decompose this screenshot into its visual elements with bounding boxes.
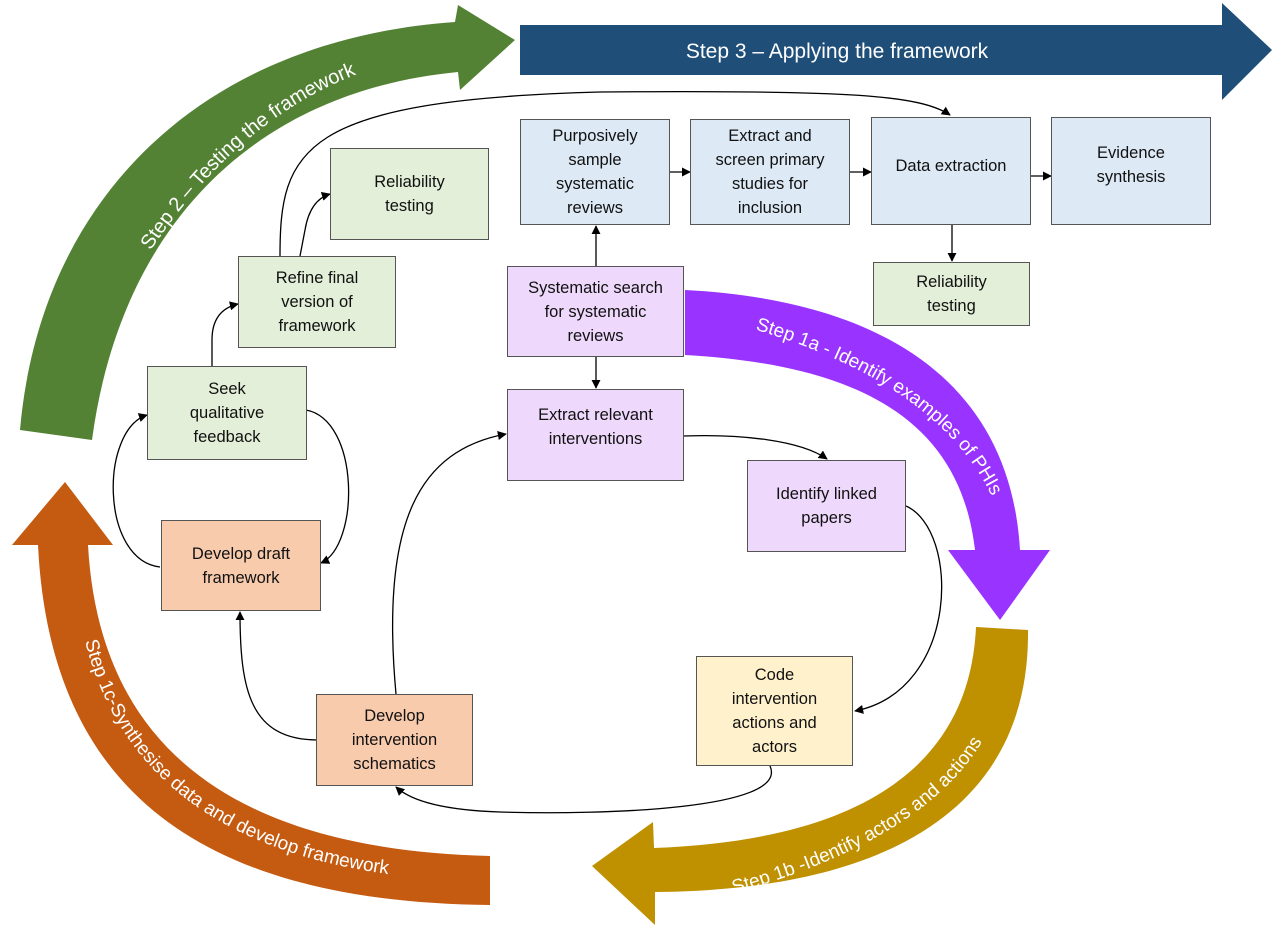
develop-schematics-box: Develop intervention schematics bbox=[316, 694, 473, 786]
purposively-sample-label: Purposively sample systematic reviews bbox=[552, 127, 638, 217]
connector-schematics-to-draft bbox=[235, 611, 319, 741]
develop-schematics-label: Develop intervention schematics bbox=[351, 707, 438, 773]
step1a-arrow: Step 1a - Identify examples of PHIs bbox=[685, 290, 1050, 620]
connector-refine-to-data-extraction bbox=[279, 90, 951, 257]
extract-interventions-label: Extract relevant interventions bbox=[538, 406, 653, 448]
data-extraction-box: Data extraction bbox=[871, 117, 1031, 225]
refine-final-label: Refine final version of framework bbox=[275, 269, 359, 335]
step3-label: Step 3 – Applying the framework bbox=[686, 40, 989, 63]
extract-screen-label: Extract and screen primary studies for i… bbox=[715, 127, 825, 217]
connectors bbox=[112, 90, 1052, 814]
develop-draft-label: Develop draft framework bbox=[191, 544, 291, 587]
code-intervention-label: Code intervention actions and actors bbox=[731, 666, 818, 756]
reliability-testing-top-label: Reliability testing bbox=[374, 173, 445, 215]
reliability-testing-box-right: Reliability testing bbox=[873, 262, 1030, 326]
connector-draft-to-seek bbox=[112, 413, 161, 568]
step3-arrow: Step 3 – Applying the framework bbox=[520, 3, 1272, 100]
identify-linked-box: Identify linked papers bbox=[747, 460, 906, 552]
reliability-testing-box-top: Reliability testing bbox=[330, 148, 489, 240]
seek-feedback-label: Seek qualitative feedback bbox=[189, 380, 265, 446]
connector-linked-to-code bbox=[854, 505, 943, 714]
evidence-synthesis-label: Evidence synthesis bbox=[1096, 144, 1166, 186]
reliability-testing-right-label: Reliability testing bbox=[916, 273, 987, 315]
identify-linked-label: Identify linked papers bbox=[776, 485, 877, 527]
seek-feedback-box: Seek qualitative feedback bbox=[147, 366, 307, 460]
connector-seek-to-refine bbox=[211, 301, 239, 366]
evidence-synthesis-box: Evidence synthesis bbox=[1051, 117, 1211, 225]
extract-screen-box: Extract and screen primary studies for i… bbox=[690, 119, 850, 225]
extract-interventions-box: Extract relevant interventions bbox=[507, 389, 684, 481]
connector-seek-to-draft bbox=[305, 409, 350, 564]
systematic-search-box: Systematic search for systematic reviews bbox=[507, 266, 684, 357]
purposively-sample-box: Purposively sample systematic reviews bbox=[520, 119, 670, 225]
data-extraction-label: Data extraction bbox=[895, 157, 1007, 175]
connector-schematics-to-extract bbox=[391, 431, 507, 695]
systematic-search-label: Systematic search for systematic reviews bbox=[528, 278, 663, 345]
connector-refine-to-reliability bbox=[299, 192, 331, 257]
refine-final-box: Refine final version of framework bbox=[238, 256, 396, 348]
connector-extract-to-linked bbox=[683, 435, 828, 460]
connector-code-to-schematics bbox=[395, 765, 773, 814]
code-intervention-box: Code intervention actions and actors bbox=[696, 656, 853, 766]
develop-draft-box: Develop draft framework bbox=[161, 520, 321, 611]
